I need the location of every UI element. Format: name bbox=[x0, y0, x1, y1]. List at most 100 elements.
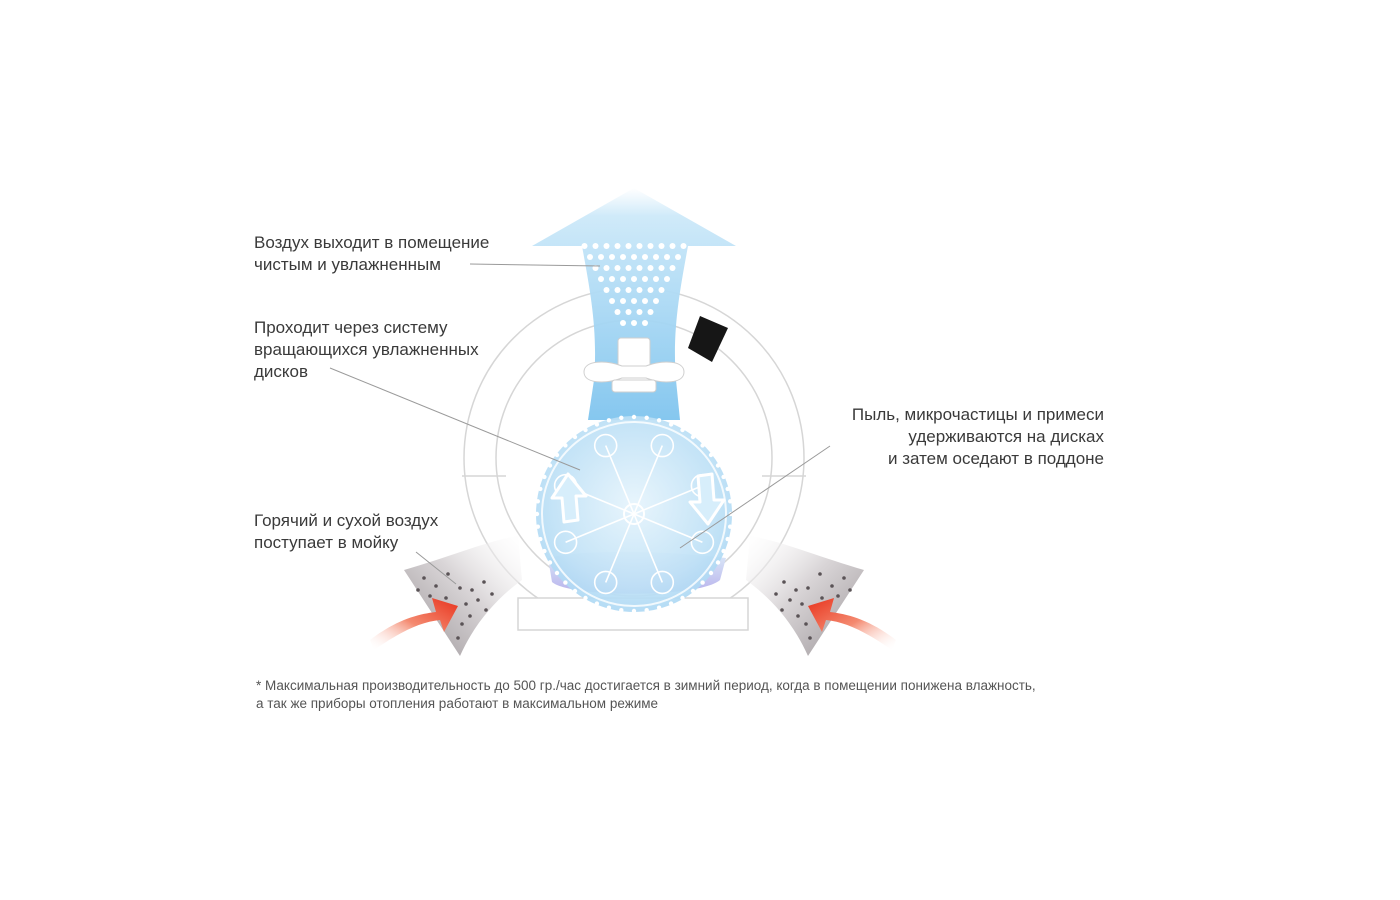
wheel-tooth bbox=[554, 452, 560, 458]
wheel-tooth bbox=[680, 595, 685, 601]
dust-particle bbox=[804, 622, 808, 626]
clean-air-dot bbox=[620, 320, 626, 326]
dust-particle bbox=[422, 576, 426, 580]
wheel-spoke bbox=[633, 513, 703, 544]
wheel-tooth bbox=[656, 418, 662, 423]
disc-ring bbox=[650, 433, 675, 458]
wheel-tooth bbox=[554, 570, 560, 576]
down-arrow-icon bbox=[688, 472, 726, 526]
wheel-tooth bbox=[547, 560, 553, 565]
wheel-tooth bbox=[619, 608, 624, 613]
clean-air-dot bbox=[592, 243, 599, 249]
clean-air-dot bbox=[614, 265, 621, 271]
footnote-line-1: * Максимальная производительность до 500… bbox=[256, 678, 1036, 693]
clean-air-dot bbox=[603, 265, 610, 271]
wheel-spoke bbox=[604, 513, 635, 583]
wheel-tooth bbox=[725, 486, 730, 492]
wheel-tooth bbox=[563, 443, 568, 448]
wheel-spoke bbox=[565, 513, 635, 544]
wheel-tooth bbox=[538, 486, 543, 492]
dust-particle bbox=[456, 636, 460, 640]
clean-air-dot bbox=[614, 243, 621, 249]
clean-air-dot bbox=[598, 276, 604, 282]
dust-particle bbox=[820, 596, 824, 600]
control-knob bbox=[688, 316, 728, 362]
curved-arrow-icon bbox=[370, 598, 458, 650]
dust-particle bbox=[470, 588, 474, 592]
label-air-out: Воздух выходит в помещение чистым и увла… bbox=[254, 232, 489, 276]
clean-air-dot bbox=[636, 309, 643, 315]
label-dust-line-1: Пыль, микрочастицы и примеси bbox=[851, 405, 1104, 424]
wheel-tooth bbox=[606, 418, 612, 423]
clean-air-dot bbox=[581, 243, 588, 249]
wheel-tooth bbox=[572, 434, 578, 440]
dust-particle bbox=[468, 614, 472, 618]
clean-air-dot bbox=[658, 243, 665, 249]
clean-air-dot bbox=[625, 287, 632, 293]
dust-particle bbox=[476, 598, 480, 602]
clean-air-dot bbox=[631, 276, 637, 282]
wheel-tooth bbox=[594, 601, 600, 606]
dust-particle bbox=[446, 572, 450, 576]
label-air-out-line-2: чистым и увлажненным bbox=[254, 255, 441, 274]
clean-air-dot bbox=[636, 265, 643, 271]
clean-air-dot bbox=[625, 265, 632, 271]
wheel-tooth bbox=[728, 524, 733, 529]
wheel-spoke bbox=[633, 445, 664, 515]
clean-air-dot bbox=[664, 276, 670, 282]
clean-air-dot bbox=[631, 298, 637, 304]
wheel-tooth bbox=[728, 499, 733, 504]
clean-air-dot bbox=[625, 309, 632, 315]
wheel-tooth bbox=[680, 427, 685, 433]
label-discs-line-3: дисков bbox=[254, 362, 309, 381]
clean-air-dot bbox=[669, 265, 676, 271]
footnote: * Максимальная производительность до 500… bbox=[256, 677, 1036, 713]
label-hot-air-line-2: поступает в мойку bbox=[254, 533, 399, 552]
dust-particle bbox=[842, 576, 846, 580]
label-dust: Пыль, микрочастицы и примеси удерживаютс… bbox=[780, 404, 1104, 470]
dust-particle bbox=[460, 622, 464, 626]
dust-particle bbox=[482, 580, 486, 584]
dust-particle bbox=[808, 636, 812, 640]
wheel-tooth bbox=[535, 499, 540, 504]
wheel-tooth bbox=[644, 415, 649, 420]
wheel-tooth bbox=[700, 443, 705, 448]
label-discs: Проходит через систему вращающихся увлаж… bbox=[254, 317, 479, 383]
wheel-tooth bbox=[631, 608, 637, 614]
label-air-out-line-1: Воздух выходит в помещение bbox=[254, 233, 490, 252]
wheel-tooth bbox=[619, 415, 624, 420]
rotating-discs-wheel bbox=[534, 414, 734, 614]
clean-air-dot bbox=[675, 254, 681, 260]
clean-air-dot bbox=[631, 254, 637, 260]
disc-ring bbox=[593, 433, 618, 458]
clean-air-dot bbox=[664, 254, 670, 260]
clean-air-dot bbox=[625, 243, 632, 249]
dust-particle bbox=[818, 572, 822, 576]
footnote-line-2: а так же приборы отопления работают в ма… bbox=[256, 696, 659, 711]
disc-ring bbox=[593, 570, 618, 595]
wheel-tooth bbox=[700, 580, 705, 585]
label-hot-air: Горячий и сухой воздух поступает в мойку bbox=[254, 510, 438, 554]
dust-particle bbox=[788, 598, 792, 602]
clean-air-dot bbox=[669, 243, 676, 249]
wheel-tooth bbox=[542, 474, 547, 480]
clean-air-dot bbox=[636, 243, 643, 249]
clean-air-dot bbox=[658, 287, 665, 293]
clean-air-dot bbox=[658, 265, 665, 271]
wheel-tooth bbox=[563, 580, 568, 585]
hot-air-inflow-left bbox=[404, 536, 522, 656]
clean-air-dot bbox=[653, 254, 659, 260]
wheel-spoke bbox=[604, 445, 635, 515]
clean-air-dot bbox=[642, 298, 648, 304]
dust-particle bbox=[774, 592, 778, 596]
dust-particle bbox=[416, 588, 420, 592]
dust-particle bbox=[806, 586, 810, 590]
clean-air-dot bbox=[642, 276, 648, 282]
dust-particle bbox=[800, 602, 804, 606]
curved-arrow-icon bbox=[808, 598, 896, 650]
clean-air-dot bbox=[647, 309, 654, 315]
wheel-tooth bbox=[668, 601, 674, 606]
dust-particle bbox=[458, 586, 462, 590]
dust-particle bbox=[836, 594, 840, 598]
